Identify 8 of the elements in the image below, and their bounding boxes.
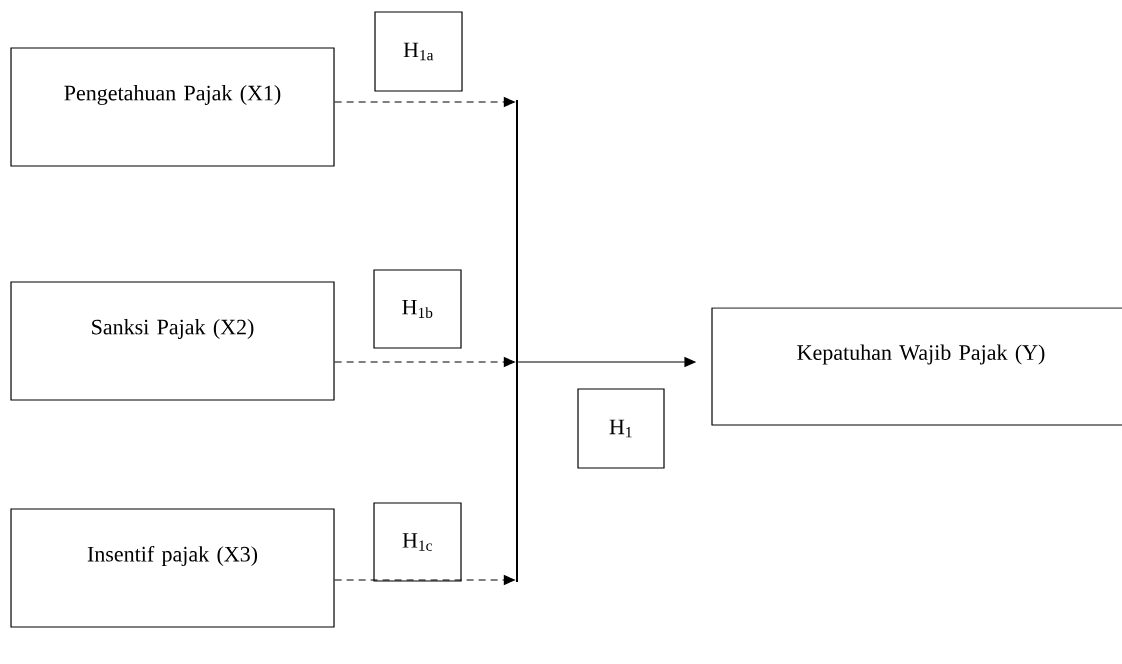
variable-box: Kepatuhan Wajib Pajak (Y) xyxy=(711,307,1122,426)
variable-box: Sanksi Pajak (X2) xyxy=(10,281,335,401)
variable-box: Insentif pajak (X3) xyxy=(10,508,335,628)
hypothesis-box: H$_{1b}$ xyxy=(373,269,462,349)
variable-box: Pengetahuan Pajak (X1) xyxy=(10,47,335,167)
hypothesis-box: H$_{1c}$ xyxy=(373,502,462,582)
hypothesis-box: H$_{1a}$ xyxy=(374,11,463,92)
hypothesis-box: H$_{1}$ xyxy=(577,388,665,469)
